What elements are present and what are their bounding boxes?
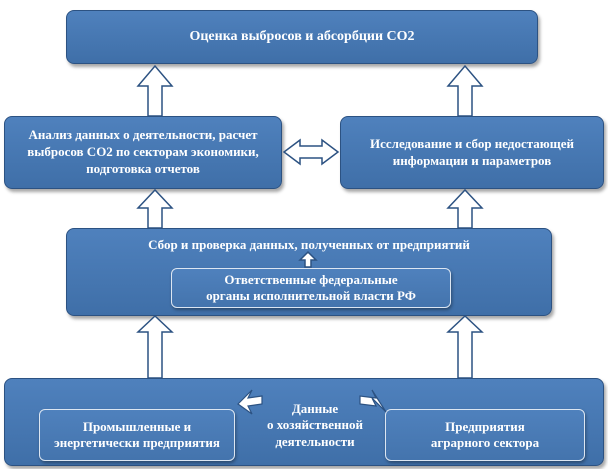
double-arrow-mid: [282, 138, 340, 166]
up-arrow-right-top: [446, 64, 484, 117]
up-arrow-right-bottom: [446, 314, 484, 379]
agrarian-enterprises-label: Предприятия аграрного сектора: [430, 418, 540, 450]
emissions-assessment-label: Оценка выбросов и абсорбции СО2: [189, 28, 415, 44]
analysis-label: Анализ данных о деятельности, расчет выб…: [27, 127, 259, 176]
data-collection-box: Сбор и проверка данных, полученных от пр…: [66, 228, 552, 316]
activity-data-label: Данные о хозяйственной деятельности: [267, 401, 363, 449]
industrial-enterprises-label: Промышленные и энергетически предприятия: [54, 418, 220, 450]
up-arrow-right-mid: [446, 188, 484, 229]
up-arrow-left-mid: [136, 188, 174, 229]
research-label: Исследование и сбор недостающей информац…: [370, 135, 574, 168]
diagonal-arrow-right: [359, 389, 387, 413]
activity-data-container: Промышленные и энергетически предприятия…: [4, 378, 604, 466]
data-collection-label: Сбор и проверка данных, полученных от пр…: [148, 237, 470, 252]
research-box: Исследование и сбор недостающей информац…: [340, 116, 604, 189]
diagonal-arrow-left: [237, 389, 263, 415]
federal-authorities-box: Ответственные федеральные органы исполни…: [171, 268, 451, 308]
agrarian-enterprises-box: Предприятия аграрного сектора: [385, 409, 585, 461]
small-up-arrow-federal: [298, 250, 318, 268]
industrial-enterprises-box: Промышленные и энергетически предприятия: [39, 409, 235, 461]
federal-authorities-label: Ответственные федеральные органы исполни…: [206, 271, 416, 303]
up-arrow-left-top: [136, 64, 174, 117]
up-arrow-left-bottom: [136, 314, 174, 379]
analysis-box: Анализ данных о деятельности, расчет выб…: [4, 116, 282, 189]
emissions-assessment-box: Оценка выбросов и абсорбции СО2: [66, 10, 538, 64]
